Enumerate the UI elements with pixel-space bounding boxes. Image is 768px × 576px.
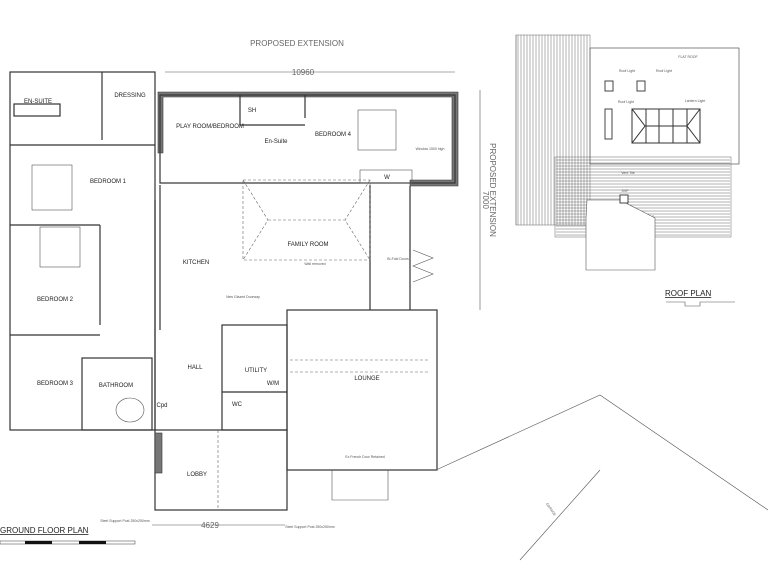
lantern-light-icon xyxy=(631,108,701,144)
room-bedroom-3: BEDROOM 3 xyxy=(37,381,74,387)
bed-icon-1 xyxy=(31,164,73,211)
dimension-width-top: 10960 xyxy=(292,68,315,77)
roof-plan: SVP xyxy=(515,34,740,271)
room-dressing: DRESSING xyxy=(114,93,146,99)
room-cupboard: Cpd xyxy=(156,403,167,409)
header-label: PROPOSED EXTENSION xyxy=(250,39,344,48)
wardrobe-label: W xyxy=(384,175,390,181)
roof-note-light-3: Roof Light xyxy=(618,100,634,104)
center-walls xyxy=(154,179,438,511)
roof-note-light-2: Roof Light xyxy=(656,69,672,73)
room-utility: UTILITY xyxy=(245,368,267,374)
roof-light-icon xyxy=(604,80,614,92)
dimension-lobby-width: 4629 xyxy=(201,521,219,530)
bed-icon-4 xyxy=(357,109,397,151)
room-lobby: LOBBY xyxy=(187,472,207,478)
svp-icon xyxy=(619,194,629,204)
roof-plan-title: ROOF PLAN xyxy=(665,289,711,298)
extension-walls xyxy=(157,91,459,187)
room-family-room: FAMILY ROOM xyxy=(287,242,328,248)
room-bedroom-2: BEDROOM 2 xyxy=(37,297,74,303)
roof-note-lantern: Lantern Light xyxy=(685,99,705,103)
note-support-post-left: Steel Support Post 250x250mm xyxy=(100,519,150,523)
note-window: Window 1500 high xyxy=(416,147,445,151)
roof-light-icon xyxy=(604,108,613,140)
note-bifold-doors: Bi-Fold Doors xyxy=(387,257,409,261)
room-bedroom-4: BEDROOM 4 xyxy=(315,132,352,138)
dimension-depth-right: 7000 xyxy=(481,191,490,209)
roof-light-icon xyxy=(636,80,646,92)
room-bedroom-1: BEDROOM 1 xyxy=(90,179,127,185)
side-label: PROPOSED EXTENSION xyxy=(488,143,497,237)
roof-note-vent: Vent Tile xyxy=(621,171,634,175)
main-house-walls xyxy=(9,71,156,431)
scale-bar-roof xyxy=(666,301,735,307)
room-wc: WC xyxy=(232,402,243,408)
bed-icon-2 xyxy=(39,226,81,268)
room-play-room: PLAY ROOM/BEDROOM xyxy=(176,124,244,130)
note-french-door: Ex French Door Retained xyxy=(345,455,385,459)
room-en-suite: EN-SUITE xyxy=(24,99,52,105)
note-glazed-doorway: New Glazed Doorway xyxy=(226,295,260,299)
note-wall-removed: Wall removed xyxy=(304,262,325,266)
wardrobe xyxy=(359,169,413,184)
room-washing-machine: W/M xyxy=(267,381,279,387)
note-support-post-right: Steel Support Post 250x250mm xyxy=(285,525,335,529)
room-kitchen: KITCHEN xyxy=(183,260,209,266)
room-extension-en-suite: En-Suite xyxy=(264,139,288,145)
room-bathroom: BATHROOM xyxy=(99,383,133,389)
roof-note-flat-roof: FLAT ROOF xyxy=(678,55,697,59)
corner-bath-icon xyxy=(115,397,145,423)
garage-label: GARAGE xyxy=(545,502,557,517)
room-hall: HALL xyxy=(187,365,203,371)
room-lounge: LOUNGE xyxy=(354,376,379,382)
ground-floor-plan-title: GROUND FLOOR PLAN xyxy=(0,526,89,535)
shower-label: SH xyxy=(248,108,256,114)
roof-note-light-1: Roof Light xyxy=(619,69,635,73)
bath-icon xyxy=(13,103,61,117)
scale-bar-ground xyxy=(0,540,136,545)
garage-outline xyxy=(435,394,768,561)
roof-note-svp: SVP xyxy=(621,189,629,193)
